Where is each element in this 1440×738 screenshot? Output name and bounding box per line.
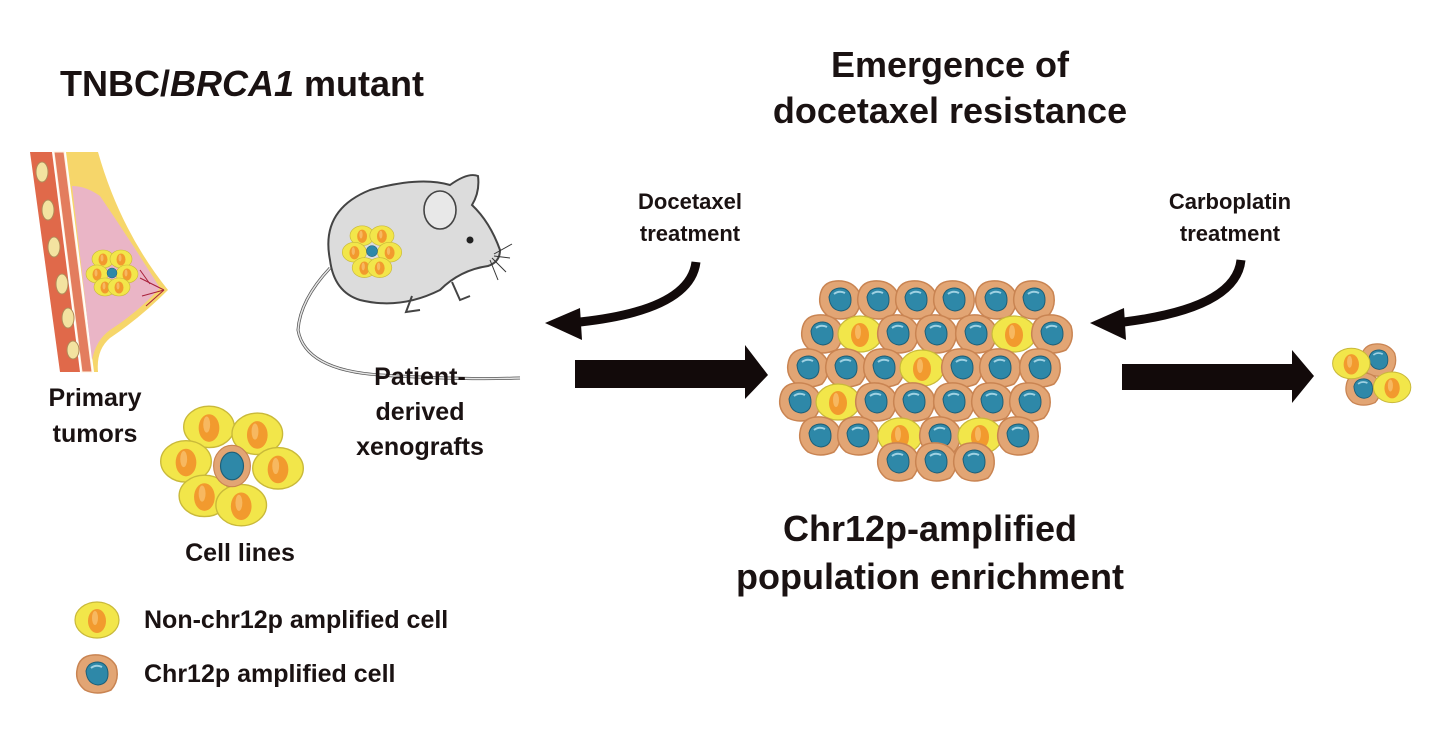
amplified-cell bbox=[894, 279, 938, 320]
big-arrow-1 bbox=[575, 345, 768, 399]
label-docetaxel-line2: treatment bbox=[639, 220, 741, 246]
amplified-cell bbox=[940, 347, 984, 388]
label-carboplatin-line2: treatment bbox=[1179, 220, 1281, 246]
label-pdx-line3: xenografts bbox=[356, 433, 484, 461]
amplified-cell bbox=[892, 381, 936, 422]
amplified-cell bbox=[1008, 381, 1052, 422]
title-enrichment: Chr12p-amplified population enrichment bbox=[700, 505, 1160, 601]
amplified-cell bbox=[974, 279, 1018, 320]
amplified-cell bbox=[836, 415, 880, 456]
title-emergence: Emergence of docetaxel resistance bbox=[760, 42, 1140, 133]
label-pdx-line2: derived bbox=[375, 398, 465, 426]
label-docetaxel-line1: Docetaxel bbox=[638, 189, 742, 214]
label-docetaxel-treatment: Docetaxel treatment bbox=[600, 186, 780, 250]
label-pdx: Patient- derived xenografts bbox=[320, 360, 520, 465]
legend-label-amplified: Chr12p amplified cell bbox=[144, 659, 396, 688]
label-pdx-line1: Patient- bbox=[374, 363, 466, 391]
carboplatin-curved-arrow bbox=[1123, 259, 1246, 327]
amplified-cell bbox=[978, 347, 1022, 388]
breast-illustration bbox=[30, 151, 168, 373]
yellow-cell-icon bbox=[74, 601, 120, 639]
amplified-cell bbox=[876, 313, 920, 354]
title-enrichment-line2: population enrichment bbox=[735, 555, 1124, 597]
amplified-cell bbox=[914, 313, 958, 354]
amplified-cell bbox=[932, 279, 976, 320]
amplified-cell bbox=[970, 381, 1014, 422]
amplified-cell bbox=[1018, 347, 1062, 388]
amplified-cell bbox=[914, 441, 958, 482]
label-cell-lines: Cell lines bbox=[185, 539, 295, 567]
amplified-cell bbox=[786, 347, 830, 388]
amplified-cell bbox=[854, 381, 898, 422]
amplified-cell bbox=[862, 347, 906, 388]
docetaxel-arrowhead bbox=[545, 308, 582, 340]
carboplatin-arrowhead bbox=[1090, 308, 1126, 340]
legend-label-non-amplified: Non-chr12p amplified cell bbox=[144, 605, 449, 634]
amplified-cell bbox=[996, 415, 1040, 456]
resistant-population-cluster bbox=[778, 279, 1074, 482]
non-amplified-cell bbox=[899, 349, 945, 387]
amplified-cell bbox=[800, 313, 844, 354]
title-emergence-line2: docetaxel resistance bbox=[772, 89, 1128, 131]
amplified-cell bbox=[1012, 279, 1056, 320]
amplified-cell bbox=[876, 441, 920, 482]
non-amplified-cell bbox=[837, 315, 883, 353]
mouse-illustration bbox=[296, 174, 521, 381]
amplified-cell bbox=[818, 279, 862, 320]
non-amplified-cell bbox=[991, 315, 1037, 353]
amplified-cell bbox=[798, 415, 842, 456]
label-carboplatin-treatment: Carboplatin treatment bbox=[1140, 186, 1320, 250]
amplified-cell bbox=[932, 381, 976, 422]
amplified-cell bbox=[1030, 313, 1074, 354]
amplified-cell bbox=[778, 381, 822, 422]
label-carboplatin-line1: Carboplatin bbox=[1168, 189, 1292, 214]
title-emergence-line1: Emergence of bbox=[830, 44, 1070, 85]
docetaxel-curved-arrow bbox=[579, 261, 701, 327]
title-suffix: mutant bbox=[294, 63, 425, 104]
small-surviving-cluster bbox=[1332, 343, 1412, 406]
non-amplified-cell bbox=[815, 383, 861, 421]
title-enrichment-line1: Chr12p-amplified bbox=[782, 508, 1078, 549]
title-prefix: TNBC/ bbox=[60, 63, 170, 104]
label-primary-tumors: Primary tumors bbox=[30, 380, 160, 453]
amplified-cell bbox=[952, 441, 996, 482]
title-tnbc-brca1: TNBC/BRCA1 mutant bbox=[60, 62, 424, 105]
amplified-cell bbox=[856, 279, 900, 320]
label-primary-line2: tumors bbox=[52, 420, 138, 449]
cell-lines-cluster bbox=[160, 405, 304, 527]
title-gene: BRCA1 bbox=[170, 63, 295, 104]
label-primary-line1: Primary bbox=[48, 384, 142, 412]
amplified-cell bbox=[954, 313, 998, 354]
legend-item-non-amplified: Non-chr12p amplified cell bbox=[72, 600, 448, 640]
legend-item-amplified: Chr12p amplified cell bbox=[72, 652, 395, 696]
amplified-cell bbox=[824, 347, 868, 388]
orange-blue-cell-icon bbox=[75, 653, 119, 694]
big-arrow-2 bbox=[1122, 350, 1314, 403]
